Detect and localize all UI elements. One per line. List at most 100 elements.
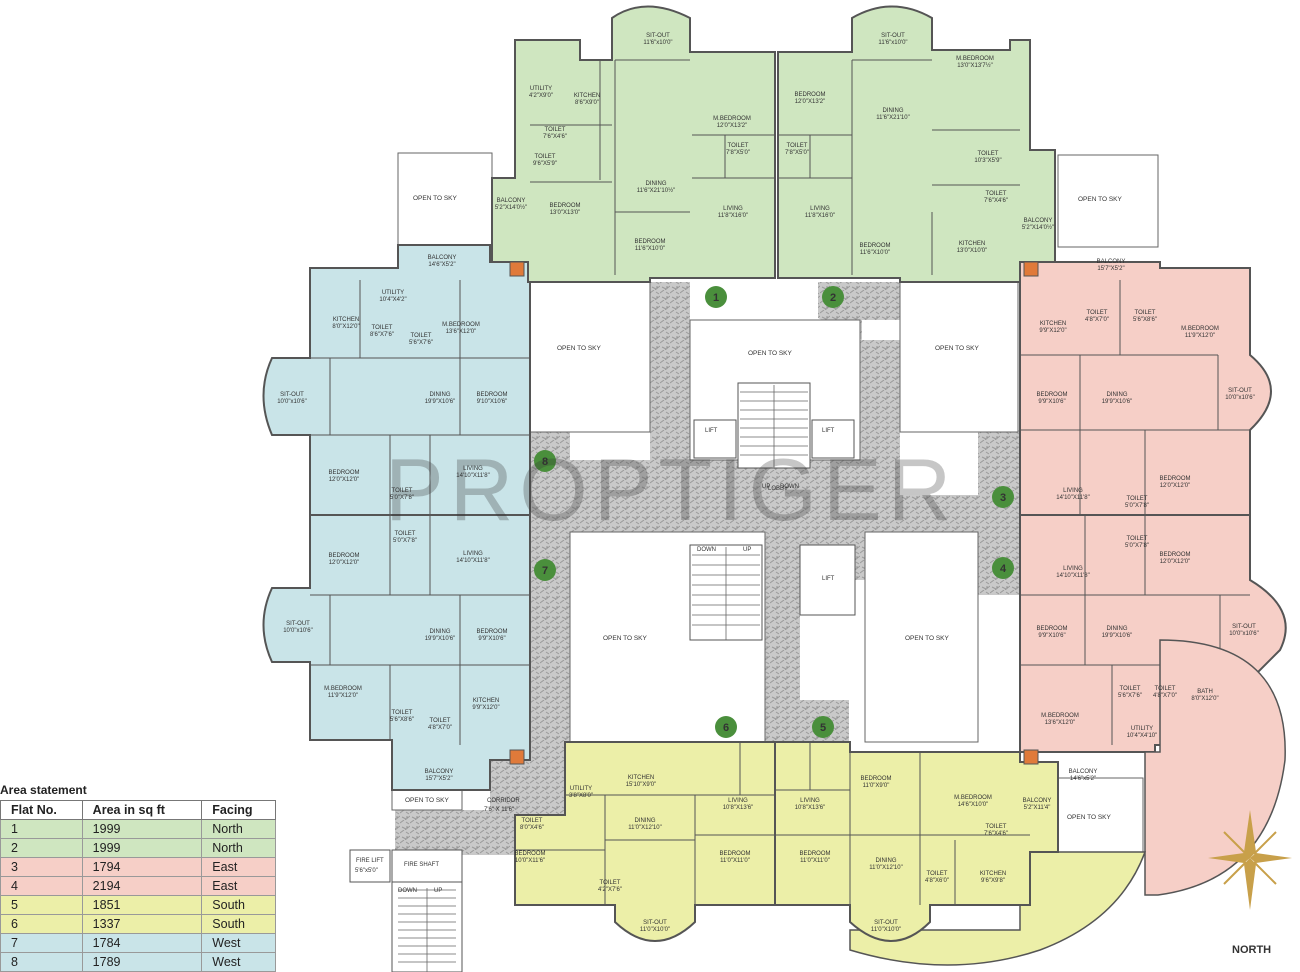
facing-cell: East	[201, 876, 276, 896]
stair-down-label: DOWN	[697, 547, 716, 553]
svg-text:5: 5	[820, 722, 826, 734]
flat-number-badge: 1	[705, 286, 727, 308]
flat-no-cell: 7	[0, 933, 83, 953]
svg-text:8: 8	[542, 456, 548, 468]
watermark: PROPTIGER	[385, 440, 957, 539]
open-to-sky-label: OPEN TO SKY	[905, 635, 949, 642]
open-to-sky-label: OPEN TO SKY	[603, 635, 647, 642]
flat-8	[262, 244, 531, 516]
flat-no-cell: 5	[0, 895, 83, 915]
facing-cell: South	[201, 895, 276, 915]
area-table-header: Flat No. Area in sq ft Facing	[0, 800, 276, 820]
area-cell: 1794	[81, 857, 203, 877]
lift-label: LIFT	[705, 428, 718, 434]
column-header-area: Area in sq ft	[81, 800, 203, 820]
svg-text:1: 1	[713, 292, 719, 304]
area-cell: 1999	[81, 819, 203, 839]
fire-shaft: FIRE LIFT 5'6"x5'0" FIRE SHAFT DOWN UP C…	[349, 798, 520, 972]
flat-number-badge: 7	[534, 559, 556, 581]
facing-cell: South	[201, 914, 276, 934]
open-to-sky-label: OPEN TO SKY	[557, 345, 601, 352]
corridor-dim: 7'6" X 11'6"	[484, 807, 514, 813]
open-to-sky-label: OPEN TO SKY	[1078, 196, 1122, 203]
area-cell: 2194	[81, 876, 203, 896]
flat-number-badge: 3	[992, 486, 1014, 508]
column-header-facing: Facing	[201, 800, 276, 820]
staircase-top	[693, 382, 855, 469]
staircase-middle	[689, 544, 856, 641]
flat-no-cell: 2	[0, 838, 83, 858]
stair-up-label: UP	[743, 547, 751, 553]
flat-7	[262, 514, 531, 791]
flat-no-cell: 8	[0, 952, 83, 972]
lift-label: LIFT	[822, 428, 835, 434]
lobby-label: LOBBY	[768, 486, 788, 492]
flat-number-badge: 8	[534, 450, 556, 472]
stair-up-label: UP	[762, 484, 770, 490]
svg-text:7: 7	[542, 565, 548, 577]
column-header-flat-no: Flat No.	[0, 800, 83, 820]
svg-text:4: 4	[1000, 563, 1007, 575]
area-cell: 1337	[81, 914, 203, 934]
corridor-area	[395, 282, 1020, 855]
svg-text:2: 2	[830, 292, 836, 304]
fire-shaft-label: FIRE SHAFT	[404, 862, 439, 868]
flat-number-badge: 5	[812, 716, 834, 738]
